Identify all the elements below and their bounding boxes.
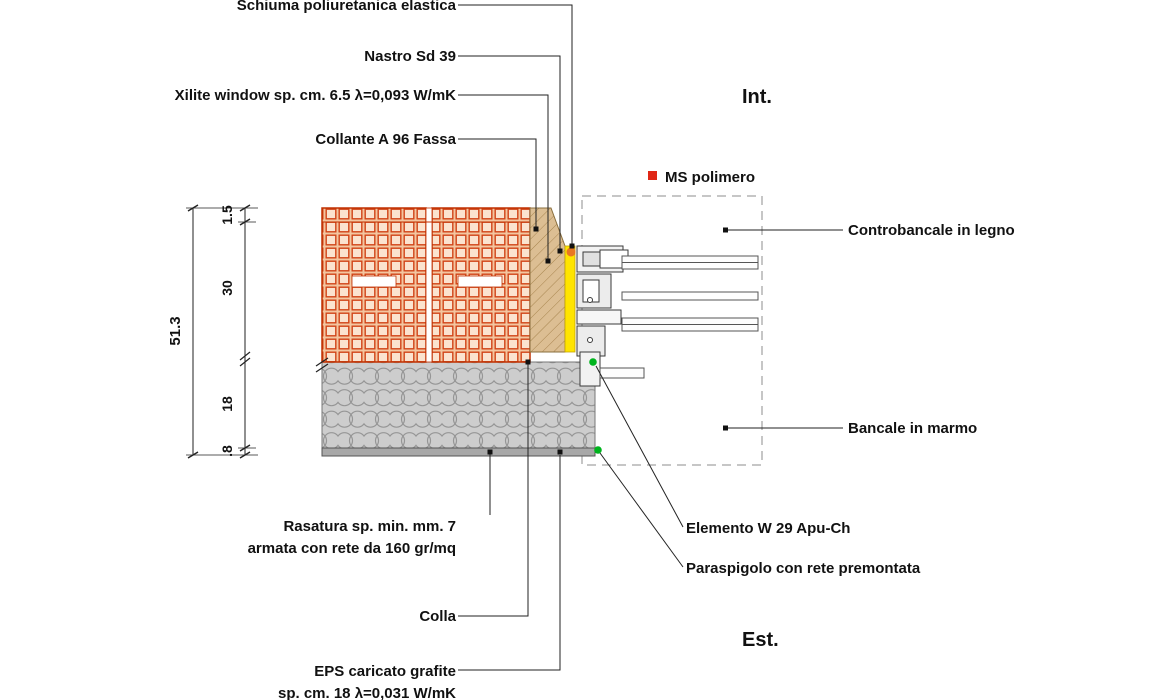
dim-eps: 18 <box>219 396 235 412</box>
annotation-eps-line1: EPS caricato grafite <box>314 663 456 680</box>
leader-lines <box>458 4 843 671</box>
sd-tape-strip <box>564 245 576 353</box>
brick-wall <box>321 207 531 363</box>
paraspigolo-dot <box>594 446 602 454</box>
sill-bars <box>599 255 759 379</box>
annotation-bancale: Bancale in marmo <box>848 420 978 437</box>
dim-total: 51.3 <box>167 316 184 345</box>
annotation-controbancale: Controbancale in legno <box>848 222 1015 239</box>
foam-marker <box>566 247 576 257</box>
annotation-nastro: Nastro Sd 39 <box>364 48 456 65</box>
annotation-ms-polimero: MS polimero <box>665 169 756 186</box>
dimension-lines <box>186 204 258 459</box>
elemento-dot <box>589 358 597 366</box>
leader-markers <box>487 226 728 455</box>
dashed-boundary <box>581 195 763 466</box>
annotation-rasatura-line1: Rasatura sp. min. mm. 7 <box>283 518 456 535</box>
annotation-elemento: Elemento W 29 Apu-Ch <box>686 520 851 537</box>
ms-polimero-swatch <box>648 171 657 180</box>
rasatura-band <box>321 447 596 457</box>
annotation-rasatura-line2: armata con rete da 160 gr/mq <box>247 540 456 557</box>
annotation-eps: EPS caricato grafite sp. cm. 18 λ=0,031 … <box>278 661 456 700</box>
mortar-joint <box>425 207 433 363</box>
break-symbols <box>239 351 329 373</box>
annotation-interior: Int. <box>742 86 772 108</box>
dim-wall: 30 <box>219 280 235 296</box>
annotation-exterior: Est. <box>742 629 779 651</box>
dim-top-course: 1.5 <box>219 205 235 225</box>
eps-layer <box>321 361 596 457</box>
annotation-eps-line2: sp. cm. 18 λ=0,031 W/mK <box>277 685 456 700</box>
annotation-paraspigolo: Paraspigolo con rete premontata <box>686 560 921 577</box>
annotation-collante: Collante A 96 Fassa <box>315 131 456 148</box>
annotation-xilite: Xilite window sp. cm. 6.5 λ=0,093 W/mK <box>174 87 456 104</box>
annotation-colla: Colla <box>419 608 456 625</box>
annotation-schiuma: Schiuma poliuretanica elastica <box>236 0 456 14</box>
annotation-rasatura: Rasatura sp. min. mm. 7 armata con rete … <box>248 516 456 560</box>
window-frame <box>576 245 629 387</box>
dim-render: .8 <box>219 445 235 457</box>
